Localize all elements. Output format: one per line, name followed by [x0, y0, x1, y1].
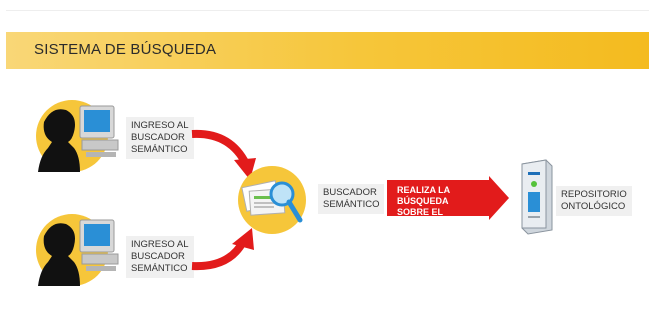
arrow-bottom-to-search: [191, 228, 254, 271]
user-computer-icon: [36, 214, 119, 286]
diagram-frame: [6, 10, 649, 334]
server-icon: [521, 159, 553, 235]
page-title: SISTEMA DE BÚSQUEDA: [34, 41, 217, 58]
user-top-label: INGRESO AL BUSCADOR SEMÁNTICO: [126, 117, 194, 159]
search-engine-label: BUSCADOR SEMÁNTICO: [318, 184, 385, 214]
user-node-bottom: [30, 206, 130, 286]
magnifier-documents-icon: [238, 166, 306, 234]
repository-label: REPOSITORIO ONTOLÓGICO: [556, 186, 632, 216]
search-action-banner: REALIZA LA BÚSQUEDA SOBRE EL REPOSITORIO: [387, 180, 491, 228]
user-node-top: [30, 92, 130, 172]
user-computer-icon: [36, 100, 119, 172]
arrow-head-icon: [489, 176, 509, 220]
search-engine-node: [232, 160, 312, 240]
header-bar: SISTEMA DE BÚSQUEDA: [6, 32, 649, 69]
user-bottom-label: INGRESO AL BUSCADOR SEMÁNTICO: [126, 236, 194, 278]
